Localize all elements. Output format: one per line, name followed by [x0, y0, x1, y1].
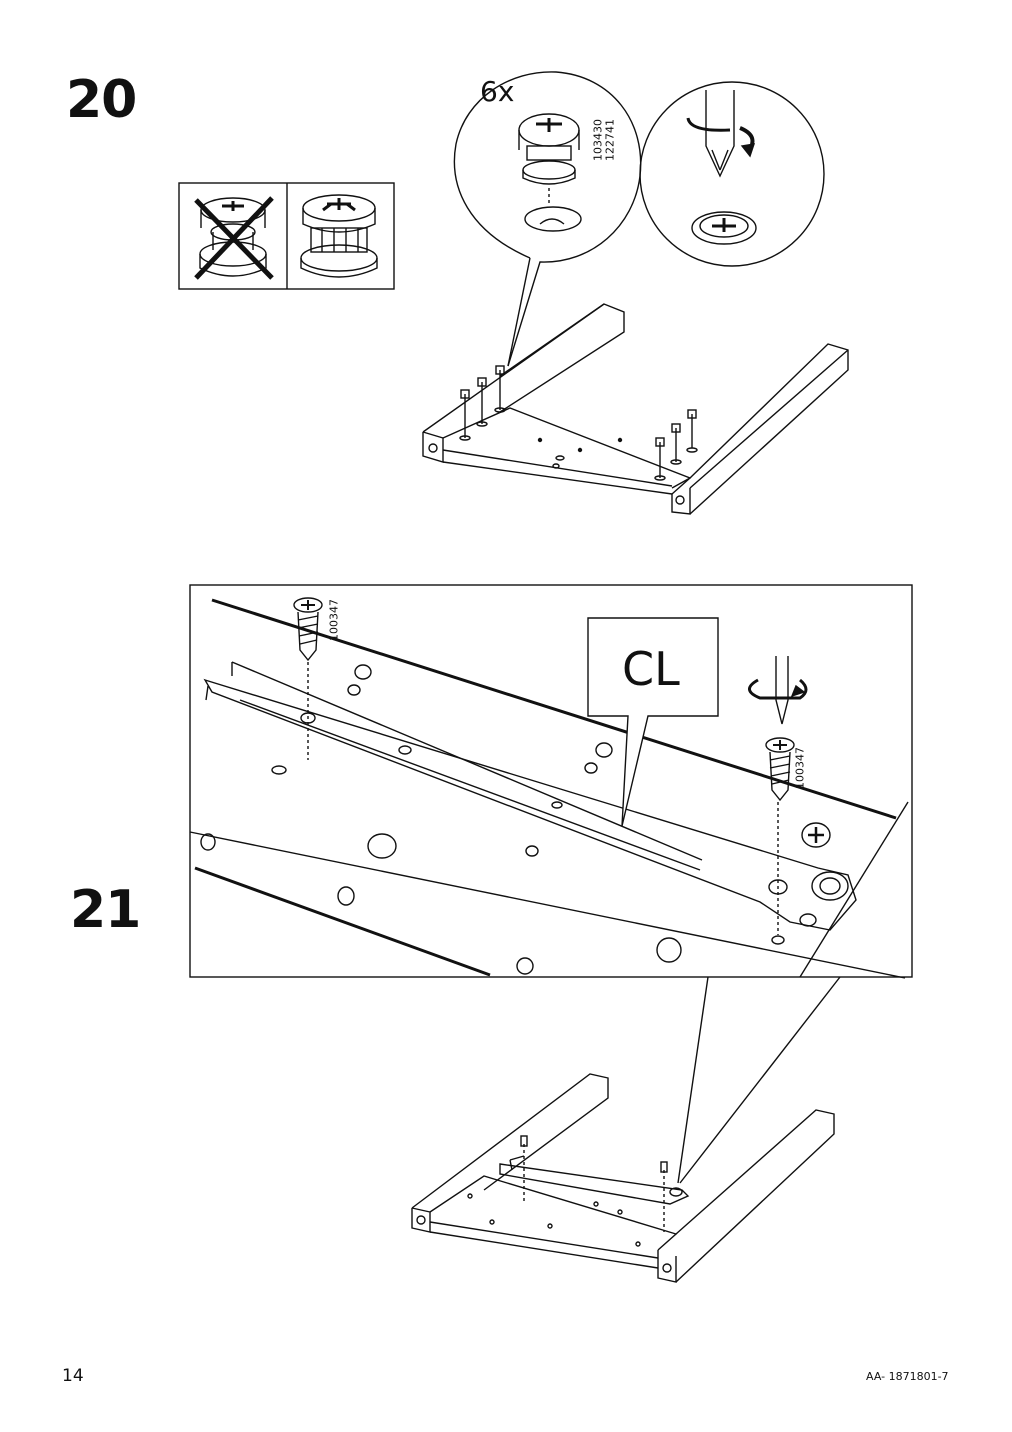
screw-left-icon: [293, 597, 323, 760]
document-code: AA- 1871801-7: [866, 1370, 949, 1383]
step-20-number: 20: [66, 70, 137, 130]
cl-label: CL: [622, 642, 680, 696]
detail-bubble-cam-lock: [453, 71, 642, 367]
part-code-100347-right: 100347: [793, 747, 807, 789]
detail-frame: [189, 584, 913, 978]
quantity-label: 6x: [480, 75, 515, 108]
cross-icon: [194, 196, 274, 280]
cl-callout: [587, 617, 719, 827]
correct-cam-lock-icon: [300, 194, 378, 278]
part-code-100347-left: 100347: [327, 599, 341, 641]
frame-step-20: [422, 303, 849, 515]
page-number: 14: [62, 1366, 84, 1386]
screwdriver-icon: [748, 656, 808, 725]
frame-step-21: [411, 1073, 835, 1283]
detail-bubble-screwdriver: [639, 81, 825, 267]
step-21-number: 21: [70, 880, 141, 940]
screw-right-icon: [765, 737, 795, 935]
